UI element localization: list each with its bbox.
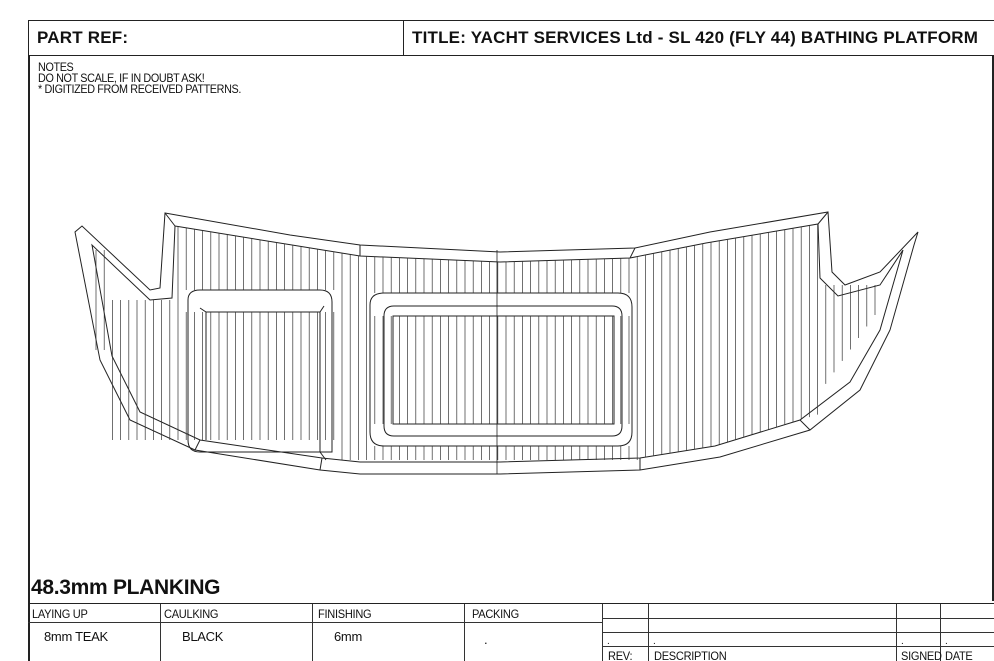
frame-left-border xyxy=(28,56,30,661)
planking-lines xyxy=(95,224,876,460)
notes-line-1: DO NOT SCALE, IF IN DOUBT ASK! xyxy=(38,71,205,85)
finishing-value: 6mm xyxy=(334,629,362,644)
title-box: TITLE: YACHT SERVICES Ltd - SL 420 (FLY … xyxy=(403,20,994,56)
description-label: DESCRIPTION xyxy=(654,649,727,661)
title-block: LAYING UP 8mm TEAK CAULKING BLACK FINISH… xyxy=(28,603,994,661)
left-hatch-outer xyxy=(187,289,333,453)
centre-hatch-inner xyxy=(383,305,623,437)
centre-hatch-frame xyxy=(392,315,615,425)
drawing-title: TITLE: YACHT SERVICES Ltd - SL 420 (FLY … xyxy=(412,28,979,47)
frame-right-border xyxy=(992,56,994,601)
date-label: DATE xyxy=(945,649,973,661)
packing-value: . xyxy=(484,632,488,647)
rev-label: REV: xyxy=(608,649,633,661)
caulking-label: CAULKING xyxy=(164,607,219,621)
laying-up-label: LAYING UP xyxy=(32,607,88,621)
part-ref-label: PART REF: xyxy=(37,28,129,47)
left-hatch-inner xyxy=(199,305,327,461)
laying-up-value: 8mm TEAK xyxy=(44,629,108,644)
notes-heading: NOTES xyxy=(38,60,74,74)
notes-block: NOTES DO NOT SCALE, IF IN DOUBT ASK! * D… xyxy=(38,60,242,96)
part-ref-box: PART REF: xyxy=(28,20,404,56)
signed-label: SIGNED xyxy=(901,649,942,661)
packing-label: PACKING xyxy=(472,607,519,621)
centre-hatch-outer xyxy=(369,292,633,447)
bathing-platform-drawing xyxy=(74,211,919,475)
caulking-value: BLACK xyxy=(182,629,224,644)
platform-outer-outline xyxy=(74,211,919,475)
notes-line-2: * DIGITIZED FROM RECEIVED PATTERNS. xyxy=(38,82,242,96)
planking-label: 48.3mm PLANKING xyxy=(31,576,221,599)
finishing-label: FINISHING xyxy=(318,607,372,621)
platform-inner-border xyxy=(91,223,904,463)
